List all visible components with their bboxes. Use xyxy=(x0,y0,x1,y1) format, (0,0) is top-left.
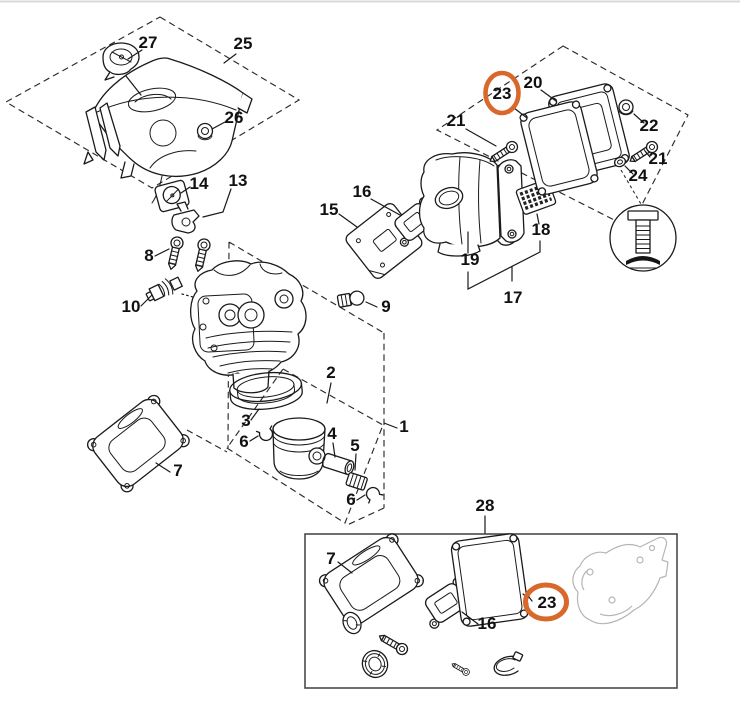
callout-6-lower: 6 xyxy=(346,490,355,509)
twist-lock-27 xyxy=(102,42,140,81)
detail-leader-dashed xyxy=(620,169,642,205)
shroud-cover-25 xyxy=(83,57,253,204)
leader-lines xyxy=(125,49,651,625)
callout-3: 3 xyxy=(241,411,250,430)
callout-10: 10 xyxy=(122,297,141,316)
callout-24: 24 xyxy=(629,166,648,185)
shroud-vent-fin xyxy=(99,102,121,157)
callout-15: 15 xyxy=(320,200,339,219)
callout-5: 5 xyxy=(350,436,359,455)
oil-seal-large xyxy=(361,649,389,679)
callout-26: 26 xyxy=(225,108,244,127)
callout-19: 19 xyxy=(461,250,480,269)
callout-16-main: 16 xyxy=(353,182,372,201)
muffler-19 xyxy=(418,152,525,257)
callout-7-main: 7 xyxy=(173,461,182,480)
callout-17: 17 xyxy=(504,288,523,307)
callout-16-inset: 16 xyxy=(478,614,497,633)
crankcase-gasket-gray xyxy=(572,536,669,625)
boundary-shroud-group-25 xyxy=(4,16,301,189)
circlip-6-lower xyxy=(362,483,384,504)
grommet-26 xyxy=(196,122,214,141)
cover-gasket-23-top xyxy=(519,100,599,196)
callout-2: 2 xyxy=(326,363,335,382)
detail-magnifier-circle xyxy=(609,204,677,272)
screw-8-left xyxy=(164,235,185,272)
callout-4: 4 xyxy=(327,424,337,443)
screw-8-right xyxy=(191,237,212,274)
callout-7-inset: 7 xyxy=(326,549,335,568)
callout-9: 9 xyxy=(381,297,390,316)
spark-plug-10 xyxy=(145,276,183,302)
boundary-cylinder-assembly-1 xyxy=(186,241,385,527)
clamp-inset xyxy=(493,651,524,676)
needle-bearing-5 xyxy=(345,472,368,491)
callout-13: 13 xyxy=(229,171,248,190)
wrist-pin-4 xyxy=(321,452,355,476)
washer-24 xyxy=(613,156,627,168)
oil-seal-small xyxy=(342,611,362,635)
callout-28: 28 xyxy=(476,496,495,515)
callout-23-inset[interactable]: 23 xyxy=(538,593,557,612)
callout-labels: 27 25 26 14 13 8 10 15 16 9 2 3 6 4 5 6 … xyxy=(122,33,668,633)
plug-9 xyxy=(336,290,365,308)
piston-rings-3 xyxy=(229,371,303,411)
detail-bolt xyxy=(626,210,660,269)
callout-27: 27 xyxy=(139,33,158,52)
callout-8: 8 xyxy=(144,246,153,265)
callout-22: 22 xyxy=(640,116,659,135)
callout-6-upper: 6 xyxy=(239,432,248,451)
callout-23-top[interactable]: 23 xyxy=(493,84,512,103)
gasket-7-inset xyxy=(318,533,424,630)
big-gasket-23-inset xyxy=(450,533,530,627)
highlight-circle-23-bottom[interactable] xyxy=(523,582,569,622)
cylinder xyxy=(190,260,307,394)
highlight-circle-23-top[interactable] xyxy=(483,70,521,116)
nut-22 xyxy=(618,99,634,116)
cylinder-gasket-7 xyxy=(86,394,190,493)
callout-21-left: 21 xyxy=(447,111,466,130)
bracket-13 xyxy=(171,201,200,234)
piston xyxy=(272,417,326,480)
callout-18: 18 xyxy=(532,220,551,239)
callout-20: 20 xyxy=(524,73,543,92)
shroud-tab xyxy=(237,92,253,114)
callout-1: 1 xyxy=(399,417,408,436)
callout-25: 25 xyxy=(234,34,253,53)
shroud-vent-fin xyxy=(85,106,107,161)
callout-21-right: 21 xyxy=(649,149,668,168)
callout-14: 14 xyxy=(190,174,209,193)
boundary-piston-kit-2 xyxy=(226,368,384,524)
